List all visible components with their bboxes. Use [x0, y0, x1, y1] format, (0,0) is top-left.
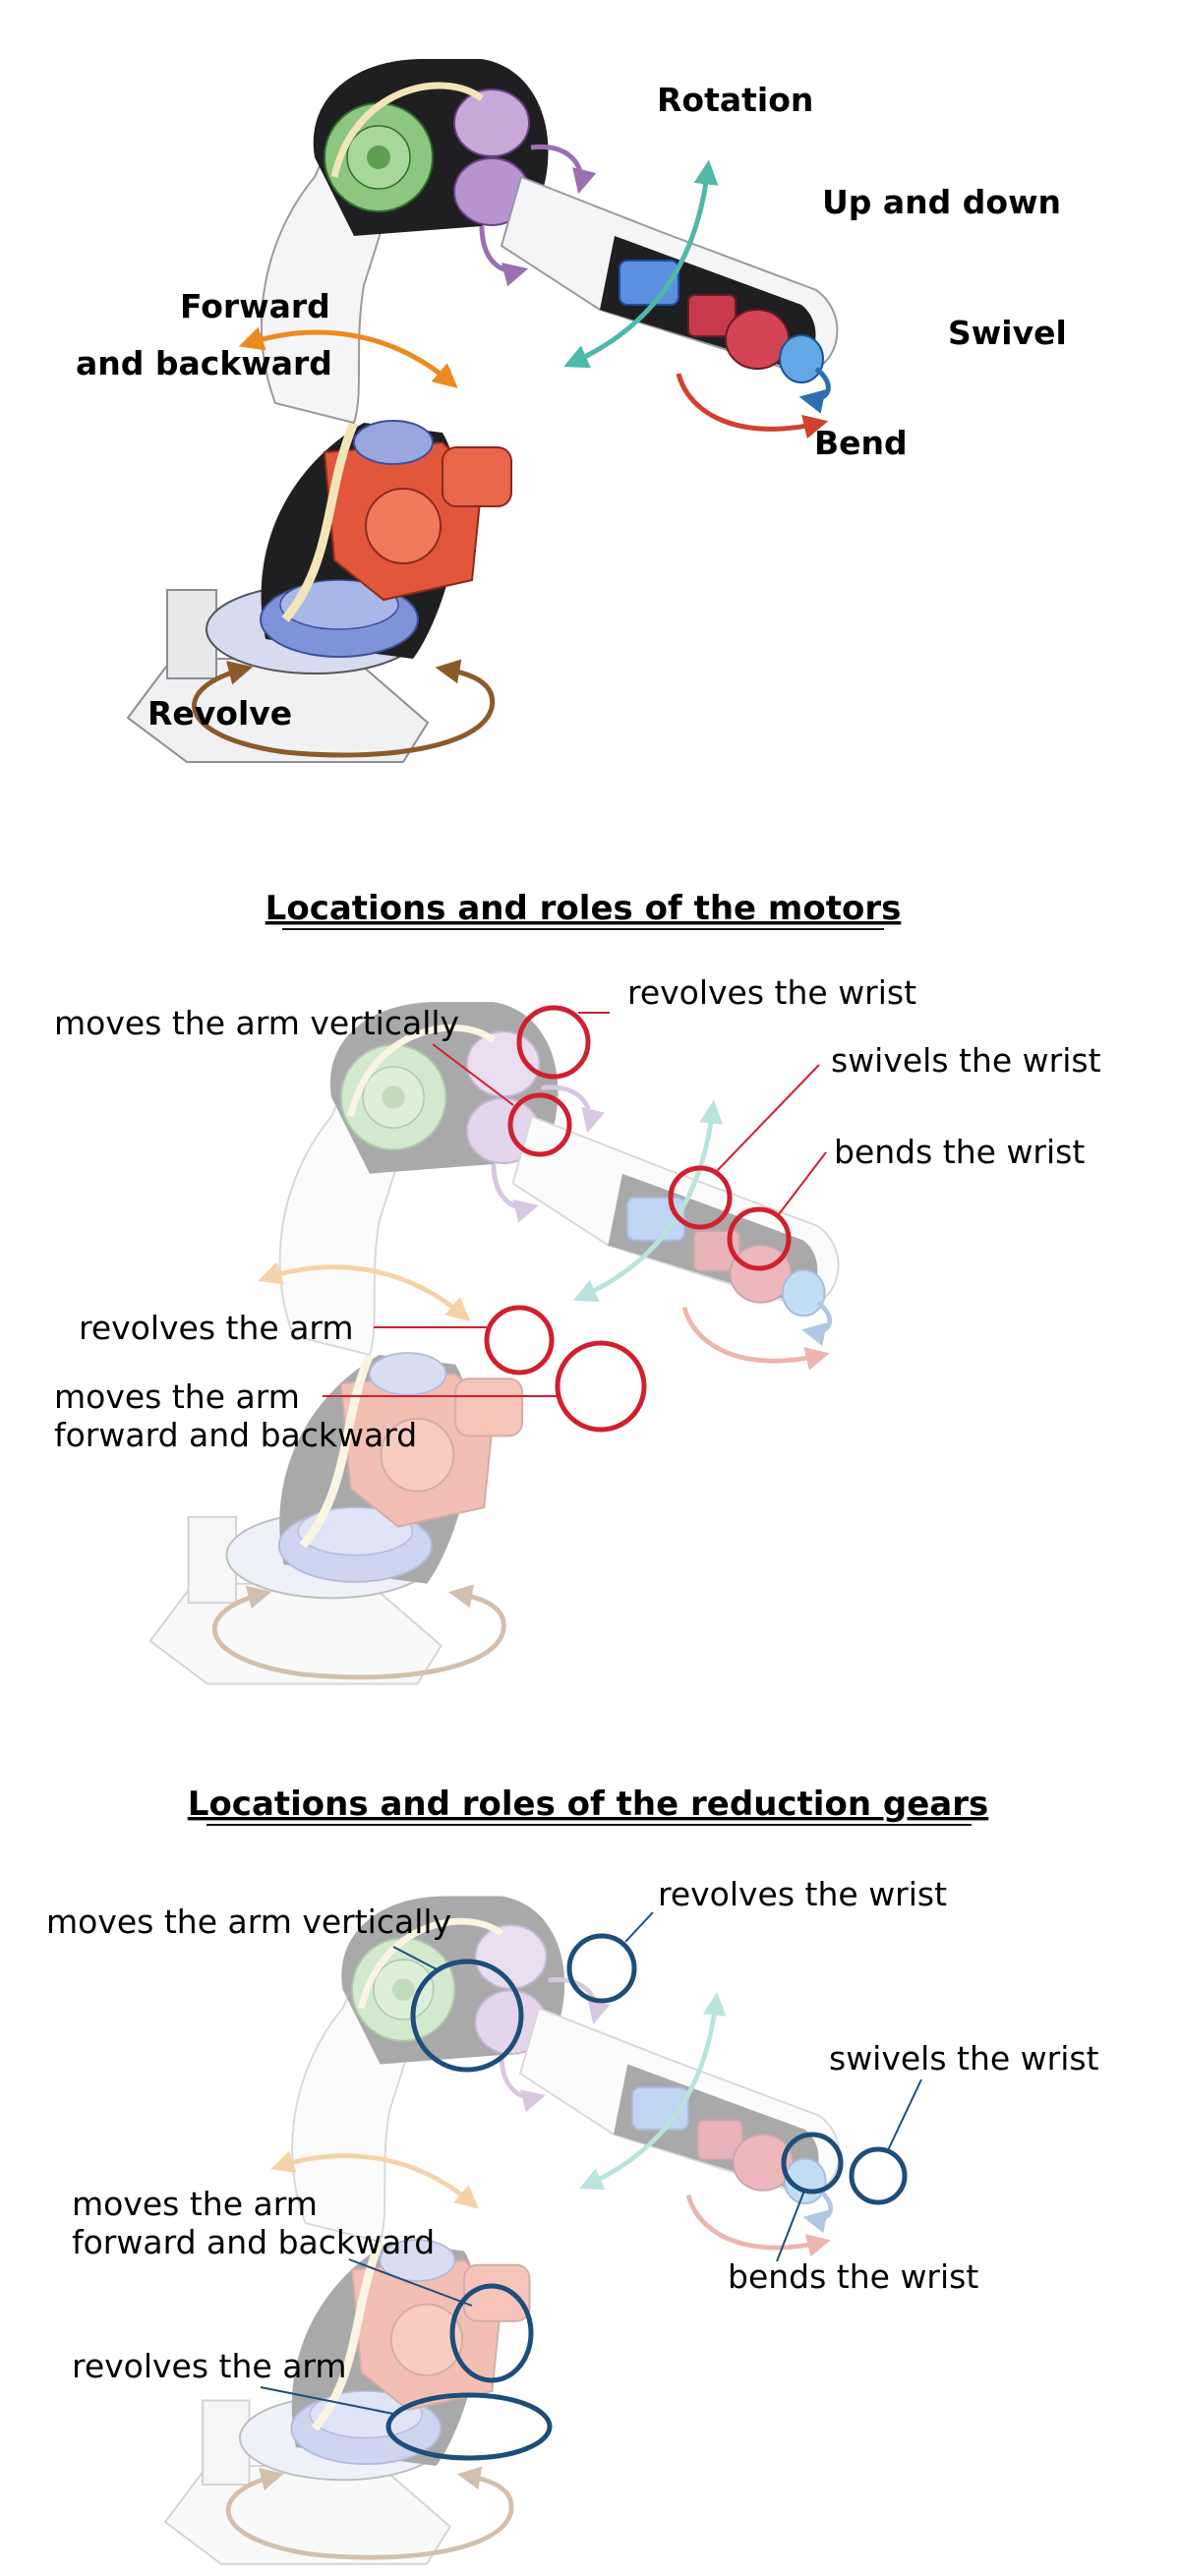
gear-marker-forward-backward [449, 2283, 534, 2383]
motor-marker-revolve-wrist [516, 1005, 591, 1080]
gear-marker-swivel [849, 2146, 908, 2205]
label-revolve: Revolve [148, 694, 292, 732]
gear-marker-revolve-wrist [566, 1933, 637, 2004]
motor-label-revolves-wrist: revolves the wrist [627, 973, 916, 1012]
gear-marker-bend [781, 2132, 844, 2195]
motor-marker-revolve-arm [484, 1305, 555, 1376]
gear-label-swivels-wrist: swivels the wrist [829, 2039, 1099, 2078]
robot-figure-full [128, 59, 837, 762]
gear-label-bends-wrist: bends the wrist [728, 2257, 978, 2296]
motor-marker-swivel [668, 1165, 733, 1230]
motor-label-swivels-wrist: swivels the wrist [831, 1041, 1101, 1080]
motor-markers [484, 1005, 792, 1433]
label-bend: Bend [814, 424, 908, 462]
motor-marker-bend [727, 1206, 792, 1271]
motor-label-bends-wrist: bends the wrist [834, 1133, 1085, 1171]
gear-label-revolves-wrist: revolves the wrist [658, 1875, 947, 1913]
gear-label-moves-arm: moves the arm [72, 2185, 318, 2223]
label-swivel: Swivel [948, 314, 1067, 352]
gear-label-forward-backward: forward and backward [72, 2223, 435, 2261]
motor-leader-lines [323, 1012, 827, 1397]
motor-marker-forward-backward [555, 1340, 647, 1433]
gear-leader-lines [260, 1911, 922, 2415]
gears-section-title: Locations and roles of the reduction gea… [188, 1785, 988, 1824]
gear-label-revolves-arm: revolves the arm [72, 2347, 347, 2385]
gear-marker-revolve-arm [385, 2392, 553, 2461]
motor-label-moves-arm: moves the arm [54, 1377, 300, 1416]
motor-label-moves-vertically: moves the arm vertically [54, 1004, 459, 1042]
label-up-and-down: Up and down [822, 183, 1061, 221]
gear-label-moves-vertically: moves the arm vertically [46, 1903, 451, 1941]
label-rotation: Rotation [657, 81, 813, 119]
motor-marker-vertical [507, 1092, 572, 1157]
robot-illustration [128, 59, 837, 762]
gear-marker-vertical [410, 1959, 524, 2073]
motor-label-forward-backward: forward and backward [54, 1416, 417, 1454]
gear-markers [385, 1933, 908, 2461]
label-forward: Forward [180, 287, 330, 325]
motors-section-title: Locations and roles of the motors [266, 889, 902, 928]
label-and-backward: and backward [76, 344, 332, 382]
motor-label-revolves-arm: revolves the arm [79, 1309, 354, 1347]
